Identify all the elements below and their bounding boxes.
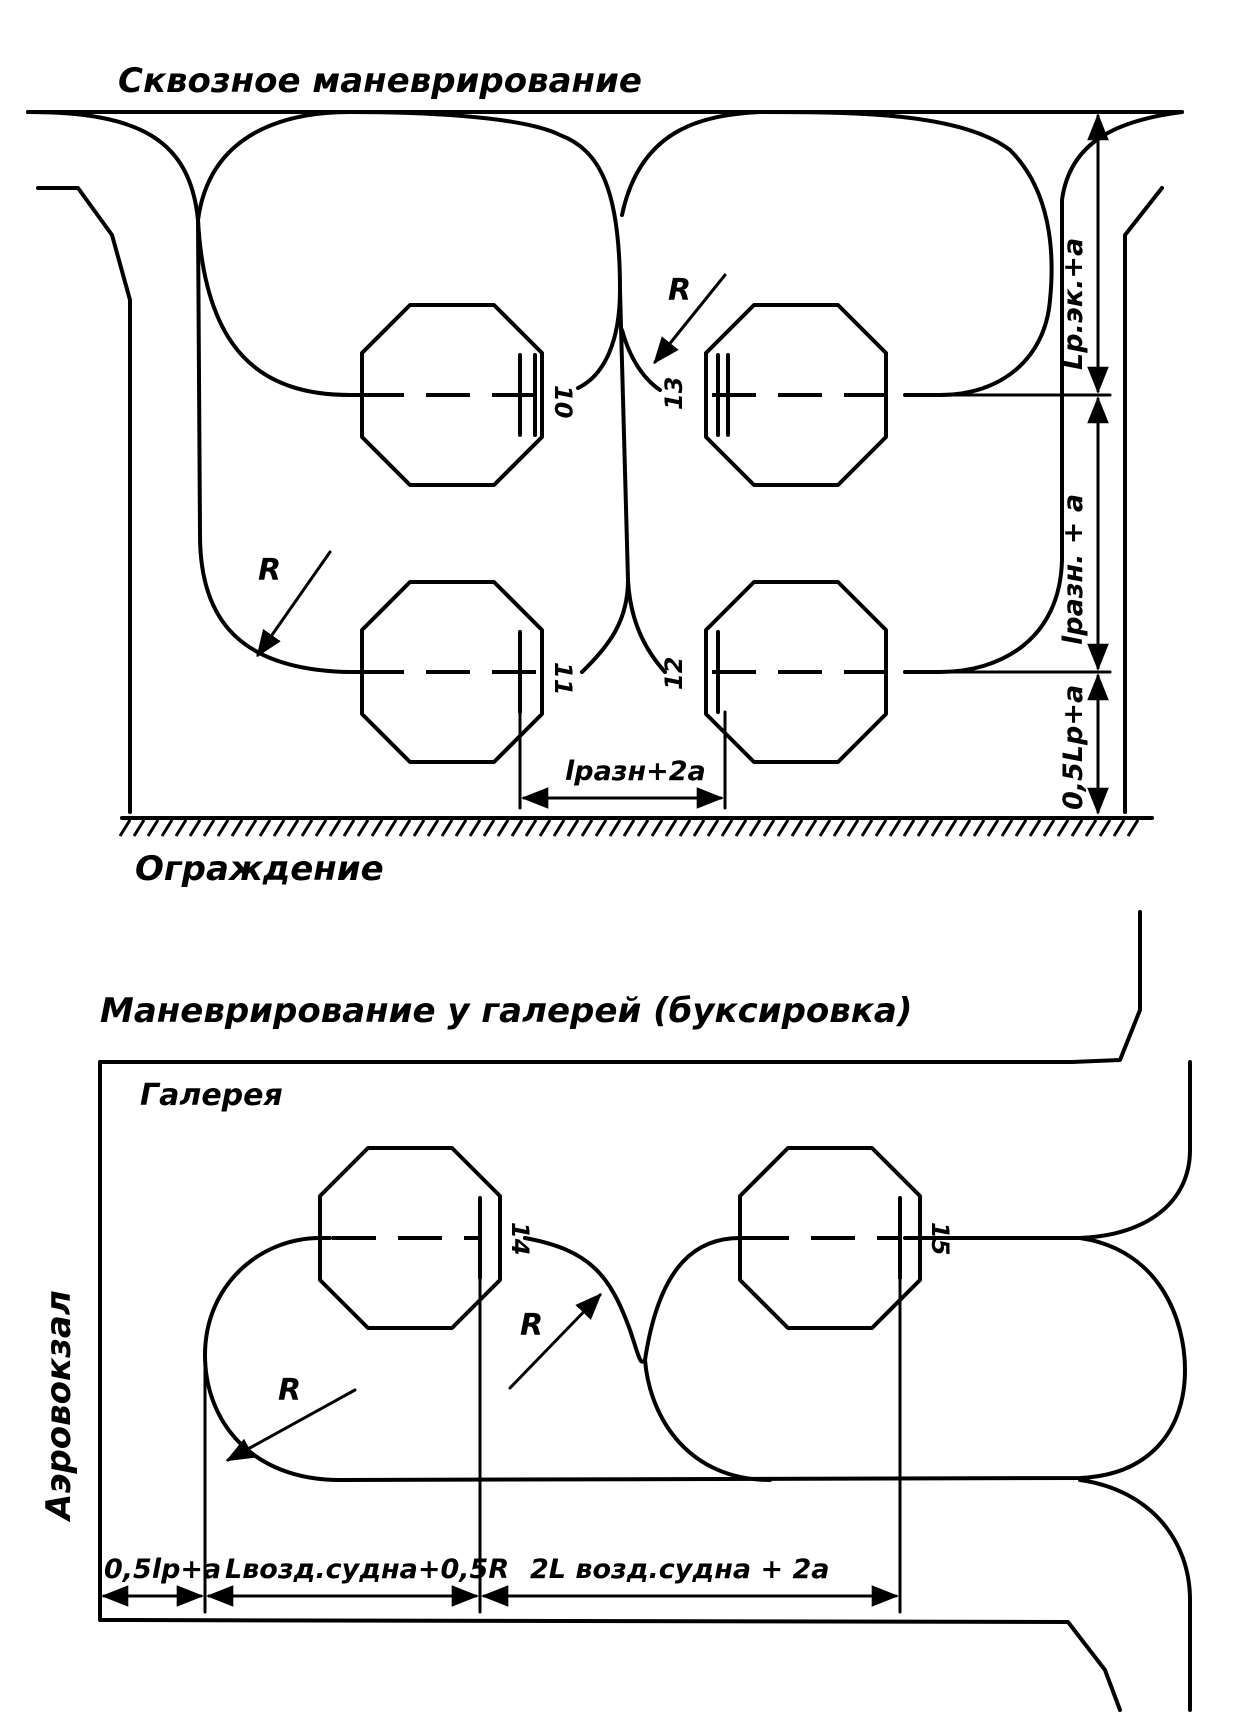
terminal-label: Аэровокзал	[39, 1290, 79, 1523]
dimension-lrazn-2a: lразн+2а	[518, 710, 727, 810]
dim-2-label: Lвозд.судна+0,5R	[225, 1554, 509, 1585]
radius-label: R	[520, 1308, 543, 1343]
radius-arrow-bottom-1: R	[508, 1293, 602, 1390]
dim-3-label: 2L возд.судна + 2а	[530, 1554, 830, 1585]
dim-right-2-label: lразн. + а	[1058, 494, 1089, 645]
dimension-right-chain: Lр.эк.+а lразн. + а 0,5Lр+а	[903, 113, 1112, 815]
dim-1-label: 0,5lр+а	[104, 1554, 221, 1585]
dim-right-3-label: 0,5Lр+а	[1058, 685, 1089, 810]
top-taxi-paths	[26, 110, 1184, 674]
gallery-building: Галерея Аэровокзал	[39, 910, 1142, 1712]
bottom-taxi-paths	[203, 1060, 1192, 1712]
stand-number-15: 15	[926, 1222, 954, 1255]
top-apron	[26, 110, 1184, 837]
bottom-dimensions: 0,5lр+а Lвозд.судна+0,5R 2L возд.судна +…	[101, 1276, 902, 1614]
bottom-title: Маневрирование у галерей (буксировка)	[100, 991, 912, 1031]
stand-number-10: 10	[549, 385, 577, 418]
radius-arrow-top-1: R	[653, 273, 727, 365]
radius-label: R	[258, 553, 281, 588]
dim-right-1-label: Lр.эк.+а	[1058, 238, 1089, 370]
stand-14: 14	[318, 1146, 534, 1330]
radius-arrow-top-2: R	[256, 550, 332, 658]
fence-label: Ограждение	[135, 849, 384, 889]
radius-label: R	[278, 1373, 301, 1408]
stand-15: 15	[738, 1146, 954, 1330]
dim-bottom-label: lразн+2а	[565, 756, 706, 787]
fence-hatching	[118, 819, 1140, 837]
gallery-label: Галерея	[140, 1078, 283, 1113]
stand-13: 13	[660, 303, 888, 487]
stand-11: 11	[360, 580, 577, 764]
stand-number-12: 12	[660, 657, 688, 690]
radius-arrow-bottom-2: R	[225, 1373, 357, 1462]
stand-number-13: 13	[660, 377, 688, 410]
stand-number-14: 14	[506, 1222, 534, 1255]
radius-label: R	[668, 273, 691, 308]
stand-12: 12	[660, 580, 888, 764]
top-title: Сквозное маневрирование	[118, 61, 642, 101]
stand-number-11: 11	[549, 662, 577, 695]
stand-10: 10	[360, 303, 577, 487]
